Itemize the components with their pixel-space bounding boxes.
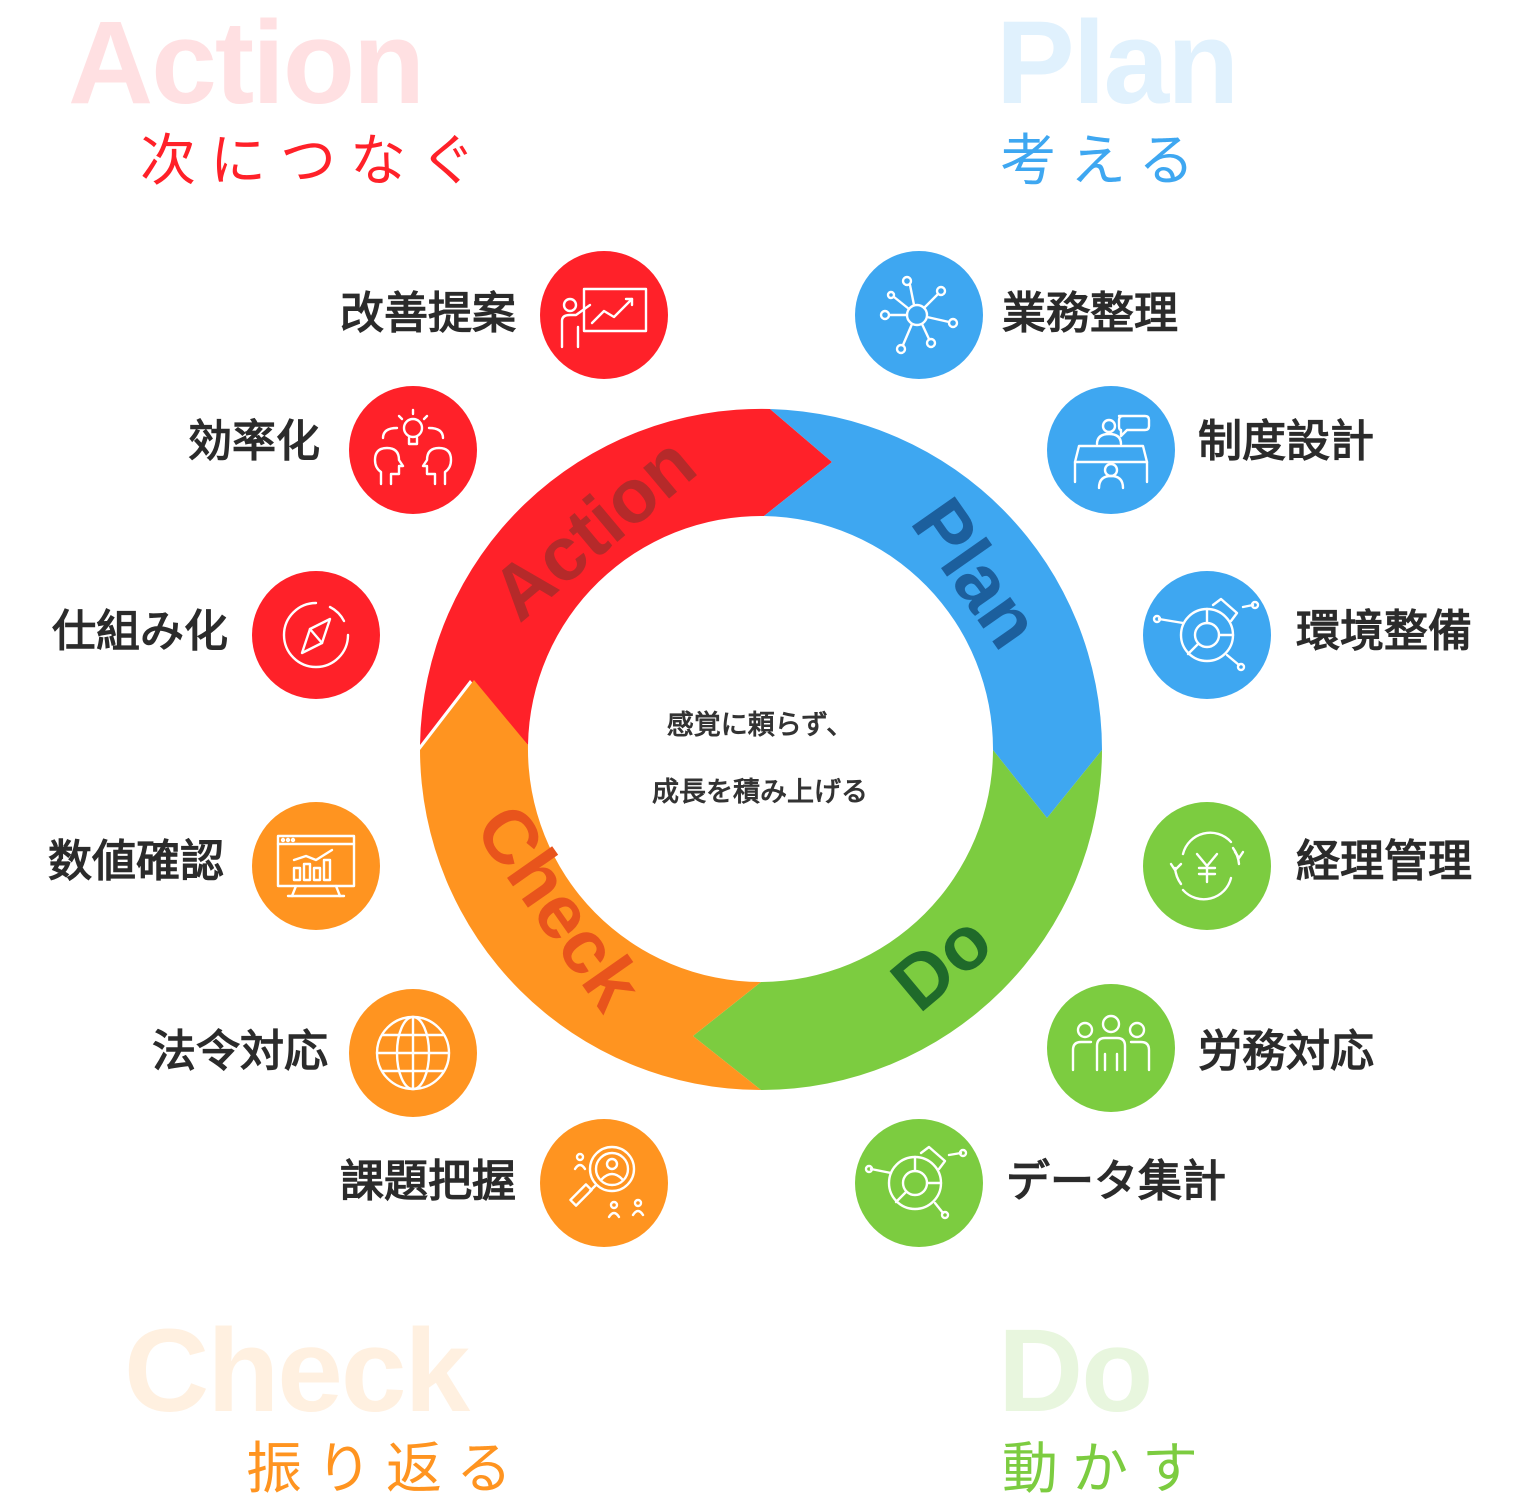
check-quadrant-title: Check [124, 1305, 470, 1437]
compass-icon [252, 571, 380, 699]
item-label-gyoumu: 業務整理 [1002, 288, 1178, 339]
pie-data-icon [855, 1119, 983, 1247]
item-label-roumu: 労務対応 [1198, 1026, 1374, 1077]
item-label-seido: 制度設計 [1198, 416, 1374, 467]
globe-icon [349, 989, 477, 1117]
center-caption-line2: 成長を積み上げる [652, 777, 868, 808]
item-label-kadai: 課題把握 [340, 1156, 516, 1207]
yen-cycle-icon [1143, 802, 1271, 930]
presentation-chart-icon [540, 251, 668, 379]
center-caption-line1: 感覚に頼らず、 [666, 710, 854, 741]
item-label-hourei: 法令対応 [152, 1026, 328, 1077]
plan-ring-segment [764, 409, 1102, 818]
do-quadrant-subtitle: 動かす [1002, 1437, 1212, 1502]
action-quadrant-title: Action [68, 0, 425, 129]
magnifier-people-icon [540, 1119, 668, 1247]
action-quadrant-subtitle: 次につなぐ [140, 129, 490, 194]
team-idea-icon [349, 386, 477, 514]
check-quadrant-subtitle: 振り返る [246, 1437, 526, 1502]
network-icon [855, 251, 983, 379]
item-label-kouritsu: 効率化 [188, 416, 320, 467]
do-quadrant-title: Do [998, 1305, 1153, 1437]
item-label-keiri: 経理管理 [1296, 836, 1472, 887]
item-label-kaizen: 改善提案 [340, 288, 516, 339]
item-label-suuchi: 数値確認 [48, 836, 224, 887]
group-people-icon [1047, 984, 1175, 1112]
check-ring-segment [420, 680, 761, 1090]
plan-quadrant-title: Plan [996, 0, 1239, 129]
item-label-kankyou: 環境整備 [1296, 606, 1472, 657]
monitor-chart-icon [252, 802, 380, 930]
pie-network-icon [1143, 571, 1271, 699]
action-ring-segment [420, 408, 832, 745]
do-ring-segment [693, 750, 1102, 1090]
item-label-shikumi: 仕組み化 [52, 606, 228, 657]
meeting-icon [1047, 386, 1175, 514]
item-label-data: データ集計 [1006, 1156, 1226, 1207]
plan-quadrant-subtitle: 考える [1000, 129, 1209, 194]
